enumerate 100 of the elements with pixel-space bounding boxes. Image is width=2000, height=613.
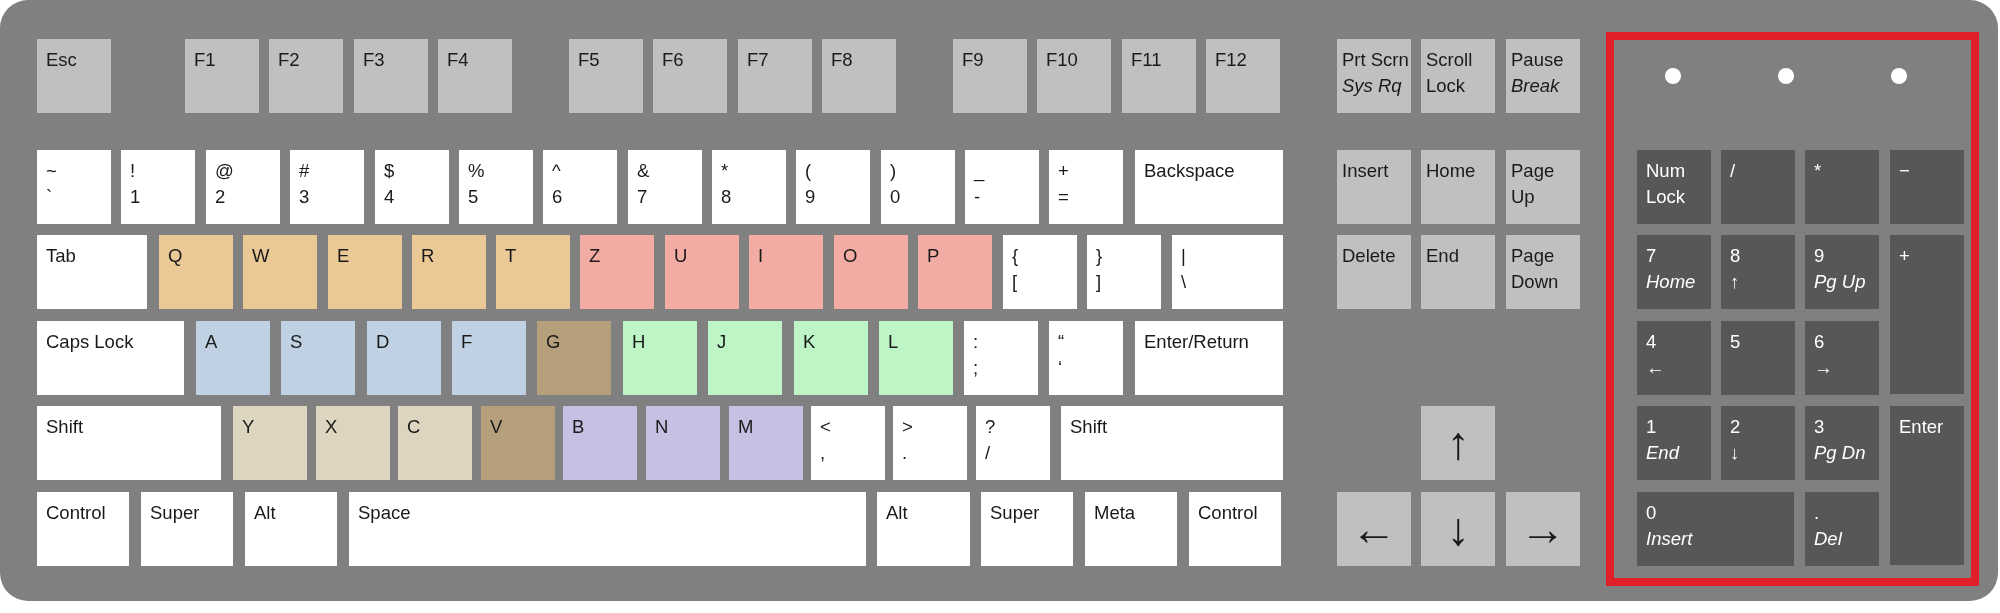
keyboard-key xyxy=(412,235,486,309)
key-label: - xyxy=(974,185,981,209)
keyboard-key xyxy=(452,321,526,395)
key-label: * xyxy=(1814,159,1822,183)
key-label: Esc xyxy=(46,48,77,72)
key-label: ( xyxy=(805,159,812,183)
keyboard-key xyxy=(1421,235,1495,309)
keyboard-body xyxy=(0,0,1998,601)
keyboard-key xyxy=(185,39,259,113)
keyboard-key xyxy=(1637,235,1711,309)
keyboard-key xyxy=(196,321,270,395)
keyboard-key xyxy=(459,150,533,224)
keyboard-key xyxy=(1337,492,1411,566)
key-label: ↑ xyxy=(1730,270,1740,294)
key-label: Enter xyxy=(1899,415,1944,439)
keyboard-key xyxy=(537,321,611,395)
key-label: End xyxy=(1426,244,1459,268)
key-label: 0 xyxy=(1646,501,1657,525)
key-label: “ xyxy=(1058,330,1065,354)
keyboard-key xyxy=(269,39,343,113)
key-label: F4 xyxy=(447,48,469,72)
keyboard-key xyxy=(1890,150,1964,224)
keyboard-key xyxy=(1421,406,1495,480)
key-label: : xyxy=(973,330,979,354)
keyboard-key xyxy=(1337,150,1411,224)
key-label: P xyxy=(927,244,940,268)
key-label: 1 xyxy=(130,185,141,209)
key-label: → xyxy=(1520,506,1566,552)
key-label: Num Lock xyxy=(1646,159,1687,209)
keyboard-key xyxy=(1049,150,1123,224)
keyboard-key xyxy=(245,492,337,566)
key-label: V xyxy=(490,415,503,439)
keyboard-key xyxy=(1890,406,1964,565)
key-label: ; xyxy=(973,356,979,380)
keyboard-key xyxy=(37,321,184,395)
key-label: / xyxy=(1730,159,1736,183)
keyboard-key xyxy=(1421,492,1495,566)
keyboard-key xyxy=(316,406,390,480)
keyboard-key xyxy=(37,406,221,480)
key-label: 0 xyxy=(890,185,901,209)
key-label: O xyxy=(843,244,858,268)
key-label: [ xyxy=(1012,270,1018,294)
key-label: , xyxy=(820,441,826,465)
keyboard-key xyxy=(1049,321,1123,395)
keyboard-key xyxy=(243,235,317,309)
key-label: 3 xyxy=(1814,415,1825,439)
key-label: N xyxy=(655,415,669,439)
key-label: Break xyxy=(1511,74,1560,98)
keyboard-key xyxy=(233,406,307,480)
keyboard-key xyxy=(981,492,1073,566)
key-label: ! xyxy=(130,159,136,183)
keyboard-key xyxy=(121,150,195,224)
keyboard-key xyxy=(796,150,870,224)
keyboard-key xyxy=(1721,321,1795,395)
keyboard-key xyxy=(1421,39,1495,113)
keyboard-key xyxy=(794,321,868,395)
key-label: Super xyxy=(150,501,200,525)
keyboard-key xyxy=(1805,321,1879,395)
key-label: F8 xyxy=(831,48,853,72)
keyboard-key xyxy=(1087,235,1161,309)
keyboard-key xyxy=(496,235,570,309)
keyboard-key xyxy=(623,321,697,395)
key-label: S xyxy=(290,330,303,354)
key-label: Page Up xyxy=(1511,159,1556,209)
key-label: Shift xyxy=(46,415,84,439)
keyboard-key xyxy=(1085,492,1177,566)
keyboard-key xyxy=(811,406,885,480)
keyboard-key xyxy=(543,150,617,224)
keyboard-key xyxy=(1805,492,1879,566)
keyboard-key xyxy=(708,321,782,395)
keyboard-key xyxy=(1637,321,1711,395)
keyboard-key xyxy=(37,235,147,309)
keyboard-key xyxy=(729,406,803,480)
key-label: # xyxy=(299,159,310,183)
keyboard-key xyxy=(569,39,643,113)
key-label: Control xyxy=(1198,501,1258,525)
key-label: Delete xyxy=(1342,244,1396,268)
keyboard-key xyxy=(563,406,637,480)
keyboard-key xyxy=(438,39,512,113)
key-label: R xyxy=(421,244,435,268)
key-label: & xyxy=(637,159,650,183)
keyboard-key xyxy=(1721,406,1795,480)
key-label: B xyxy=(572,415,585,439)
key-label: 8 xyxy=(1730,244,1741,268)
key-label: D xyxy=(376,330,390,354)
key-label: Enter/Return xyxy=(1144,330,1249,354)
keyboard-key xyxy=(712,150,786,224)
key-label: < xyxy=(820,415,831,439)
key-label: 1 xyxy=(1646,415,1657,439)
key-label: 9 xyxy=(805,185,816,209)
key-label: ` xyxy=(46,185,53,209)
key-label: Page Down xyxy=(1511,244,1560,294)
key-label: ← xyxy=(1351,506,1397,552)
key-label: Space xyxy=(358,501,411,525)
key-label: C xyxy=(407,415,421,439)
key-label: + xyxy=(1899,244,1910,268)
key-label: + xyxy=(1058,159,1069,183)
key-label: > xyxy=(902,415,913,439)
key-label: } xyxy=(1096,244,1103,268)
keyboard-key xyxy=(1037,39,1111,113)
